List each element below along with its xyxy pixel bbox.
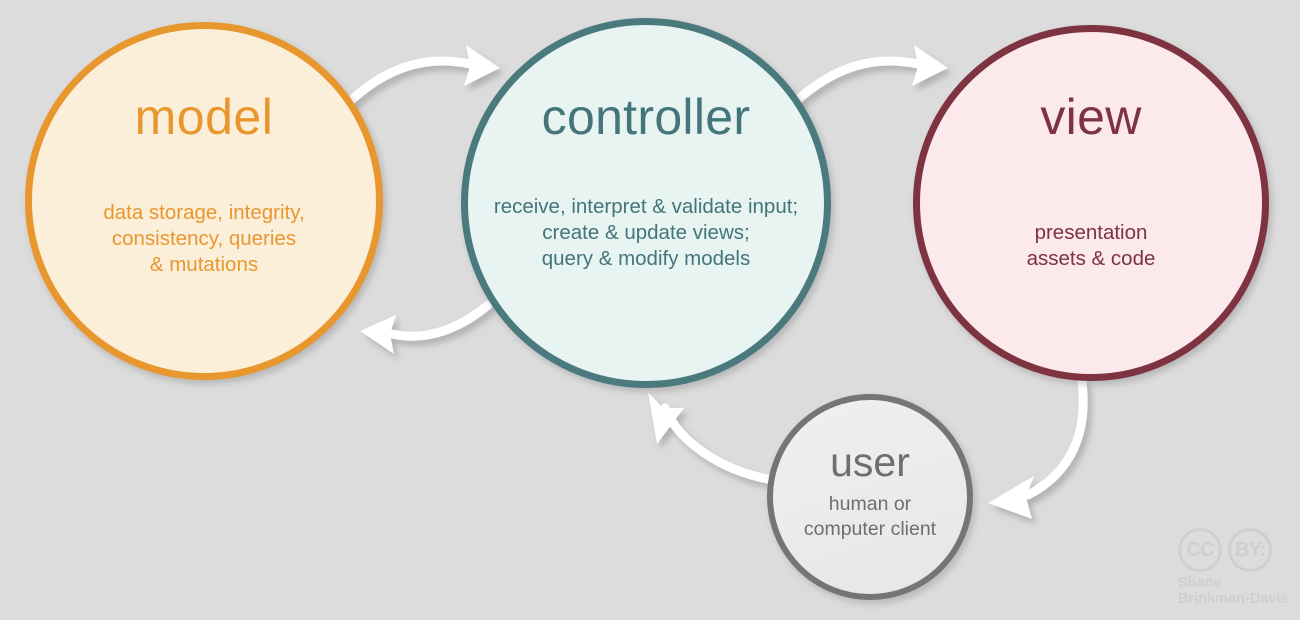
node-user[interactable]: user human or computer client bbox=[767, 394, 973, 600]
node-user-description: human or computer client bbox=[803, 493, 937, 540]
node-user-title: user bbox=[830, 439, 910, 485]
attribution-by-icon: BY: bbox=[1228, 528, 1272, 572]
license-badge: CC BY: Shane Brinkman-Davis bbox=[1178, 528, 1290, 610]
node-controller-description: receive, interpret & validate input; cre… bbox=[493, 195, 799, 271]
arrow-controller-to-view bbox=[788, 45, 948, 109]
arrow-user-to-controller bbox=[648, 392, 777, 485]
creative-commons-icon: CC bbox=[1178, 528, 1222, 572]
arrow-view-to-user bbox=[988, 377, 1088, 519]
creative-commons-icons: CC BY: bbox=[1178, 528, 1290, 572]
node-model-title: model bbox=[134, 89, 274, 145]
node-view-description: presentation assets & code bbox=[1026, 221, 1156, 271]
node-model[interactable]: model data storage, integrity, consisten… bbox=[25, 22, 383, 380]
node-controller-title: controller bbox=[541, 89, 751, 145]
arrow-model-to-controller bbox=[340, 45, 500, 111]
node-model-description: data storage, integrity, consistency, qu… bbox=[103, 201, 305, 277]
arrow-controller-to-model bbox=[360, 300, 493, 354]
node-controller[interactable]: controller receive, interpret & validate… bbox=[461, 18, 831, 388]
author-attribution: Shane Brinkman-Davis bbox=[1178, 575, 1289, 608]
node-view[interactable]: view presentation assets & code bbox=[913, 25, 1269, 381]
node-view-title: view bbox=[1040, 89, 1142, 145]
